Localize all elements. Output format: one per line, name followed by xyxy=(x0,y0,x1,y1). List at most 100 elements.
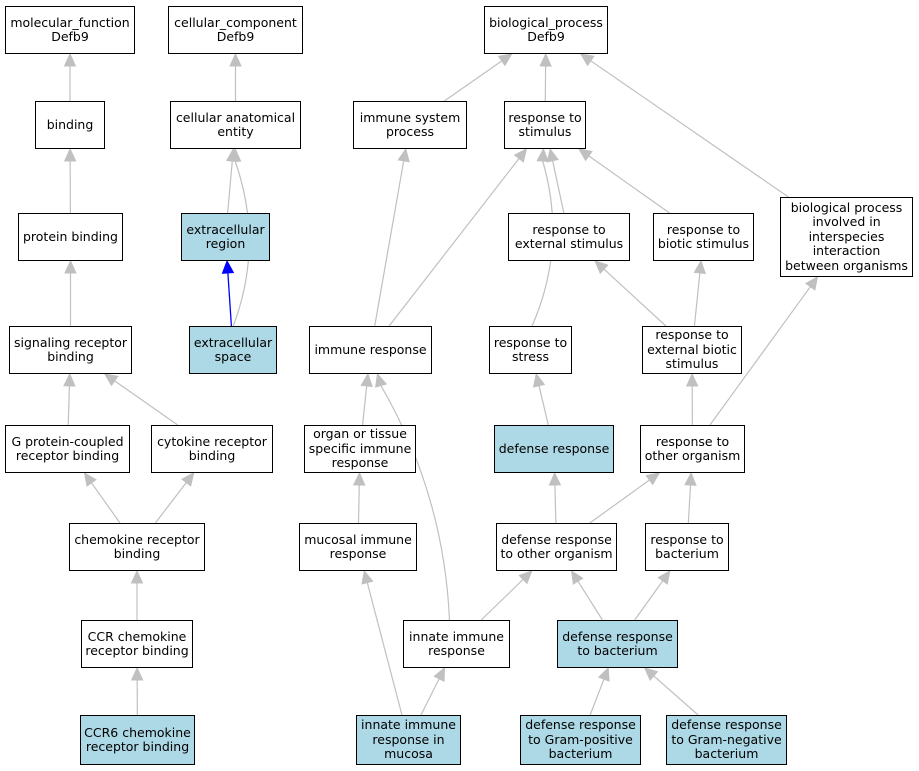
node-biological-process-root: biological_process Defb9 xyxy=(484,6,608,54)
edge-arrowhead xyxy=(221,259,235,274)
node-mucosal-immune-response: mucosal immune response xyxy=(299,523,417,571)
edge-line xyxy=(67,385,71,426)
edge-arrowhead xyxy=(693,259,707,275)
node-response-to-external-biotic-stimulus: response to external biotic stimulus xyxy=(642,326,742,374)
node-response-to-bacterium: response to bacterium xyxy=(645,523,729,571)
node-response-to-stimulus: response to stimulus xyxy=(504,101,586,149)
edge-line xyxy=(480,578,524,621)
edge-arrowhead xyxy=(570,569,584,585)
node-bp-interspecies-interaction: biological process involved in interspec… xyxy=(780,197,913,277)
edge-arrowhead xyxy=(229,52,242,67)
node-response-to-biotic-stimulus: response to biotic stimulus xyxy=(653,213,754,261)
edge-arrowhead xyxy=(103,373,119,387)
node-defense-response-bacterium: defense response to bacterium xyxy=(557,620,678,668)
edge-arrowhead xyxy=(130,569,144,584)
node-response-to-stress: response to stress xyxy=(489,326,572,374)
edge-arrowhead xyxy=(597,666,610,682)
edge-arrowhead xyxy=(577,148,593,162)
edge-arrowhead xyxy=(397,147,410,163)
edge-arrowhead xyxy=(518,570,533,585)
edge-arrowhead xyxy=(375,372,388,388)
node-ccr6-chemokine-receptor-binding: CCR6 chemokine receptor binding xyxy=(80,715,195,765)
node-binding: binding xyxy=(35,101,105,149)
node-defense-response: defense response xyxy=(494,425,614,473)
edge-arrowhead xyxy=(352,471,366,486)
edge-line xyxy=(552,160,565,214)
node-innate-immune-response-mucosa: innate immune response in mucosa xyxy=(356,715,461,765)
edge-line xyxy=(361,385,368,426)
node-protein-binding: protein binding xyxy=(18,213,123,261)
edge-line xyxy=(687,484,692,524)
edge-line xyxy=(374,160,405,327)
edge-arrowhead xyxy=(594,260,609,275)
node-cellular-component-root: cellular_component Defb9 xyxy=(168,6,303,54)
edge-arrowhead xyxy=(532,372,546,388)
edge-line xyxy=(693,272,701,327)
node-extracellular-region: extracellular region xyxy=(181,213,270,261)
node-cellular-anatomical-entity: cellular anatomical entity xyxy=(170,101,301,149)
edge-line xyxy=(380,385,451,621)
edge-line xyxy=(420,678,440,716)
node-organ-tissue-immune-response: organ or tissue specific immune response xyxy=(304,425,416,473)
node-defense-response-gram-negative: defense response to Gram-negative bacter… xyxy=(666,715,787,765)
node-ccr-chemokine-receptor-binding: CCR chemokine receptor binding xyxy=(81,620,193,668)
node-defense-response-gram-positive: defense response to Gram-positive bacter… xyxy=(520,715,641,765)
edge-line xyxy=(603,268,667,327)
edge-arrowhead xyxy=(361,569,374,585)
edge-arrowhead xyxy=(685,372,699,387)
edge-line xyxy=(154,482,187,524)
edge-line xyxy=(588,155,670,214)
node-response-to-external-stimulus: response to external stimulus xyxy=(508,213,630,261)
edge-arrowhead xyxy=(63,52,77,67)
node-cytokine-receptor-binding: cytokine receptor binding xyxy=(151,425,273,473)
edge-line xyxy=(589,479,650,524)
node-innate-immune-response: innate immune response xyxy=(403,620,510,668)
edge-arrowhead xyxy=(513,148,528,163)
node-immune-response: immune response xyxy=(309,326,432,374)
node-gpcr-binding: G protein-coupled receptor binding xyxy=(5,425,130,473)
edge-line xyxy=(634,580,664,621)
edge-arrowhead xyxy=(548,471,562,486)
edge-arrowhead xyxy=(579,53,595,67)
node-response-to-other-organism: response to other organism xyxy=(640,425,745,473)
edge-arrowhead xyxy=(643,667,659,681)
edge-arrowhead xyxy=(64,259,77,274)
edge-arrowhead xyxy=(360,372,373,388)
edge-line xyxy=(227,160,233,214)
edge-arrowhead xyxy=(539,52,552,67)
edge-line xyxy=(444,60,503,102)
edge-line xyxy=(114,380,179,426)
edge-arrowhead xyxy=(83,472,97,487)
edge-line xyxy=(90,482,121,524)
edge-line xyxy=(538,385,549,426)
edge-line xyxy=(577,580,603,621)
edge-arrowhead xyxy=(228,147,242,162)
edge-line xyxy=(366,582,403,716)
node-defense-response-other-organism: defense response to other organism xyxy=(496,523,617,571)
edge-arrowhead xyxy=(63,372,76,387)
edge-arrowhead xyxy=(657,570,671,585)
edge-line xyxy=(709,286,811,426)
edge-line xyxy=(554,484,557,524)
edge-line xyxy=(388,158,520,327)
edge-arrowhead xyxy=(536,147,549,162)
node-immune-system-process: immune system process xyxy=(353,101,467,149)
node-signaling-receptor-binding: signaling receptor binding xyxy=(9,326,132,374)
edge-arrowhead xyxy=(645,472,661,486)
edge-arrowhead xyxy=(130,666,144,681)
edge-line xyxy=(227,272,233,327)
edge-line xyxy=(357,484,360,524)
edge-line xyxy=(589,678,605,716)
edge-arrowhead xyxy=(63,147,77,162)
edge-arrowhead xyxy=(805,276,819,291)
node-extracellular-space: extracellular space xyxy=(189,326,277,374)
edge-arrowhead xyxy=(181,472,195,487)
edge-arrowhead xyxy=(433,666,446,682)
node-chemokine-receptor-binding: chemokine receptor binding xyxy=(69,523,205,571)
edge-arrowhead xyxy=(546,147,559,163)
edge-line xyxy=(590,60,789,198)
edge-arrowhead xyxy=(497,53,513,67)
node-molecular-function-root: molecular_function Defb9 xyxy=(5,6,135,54)
